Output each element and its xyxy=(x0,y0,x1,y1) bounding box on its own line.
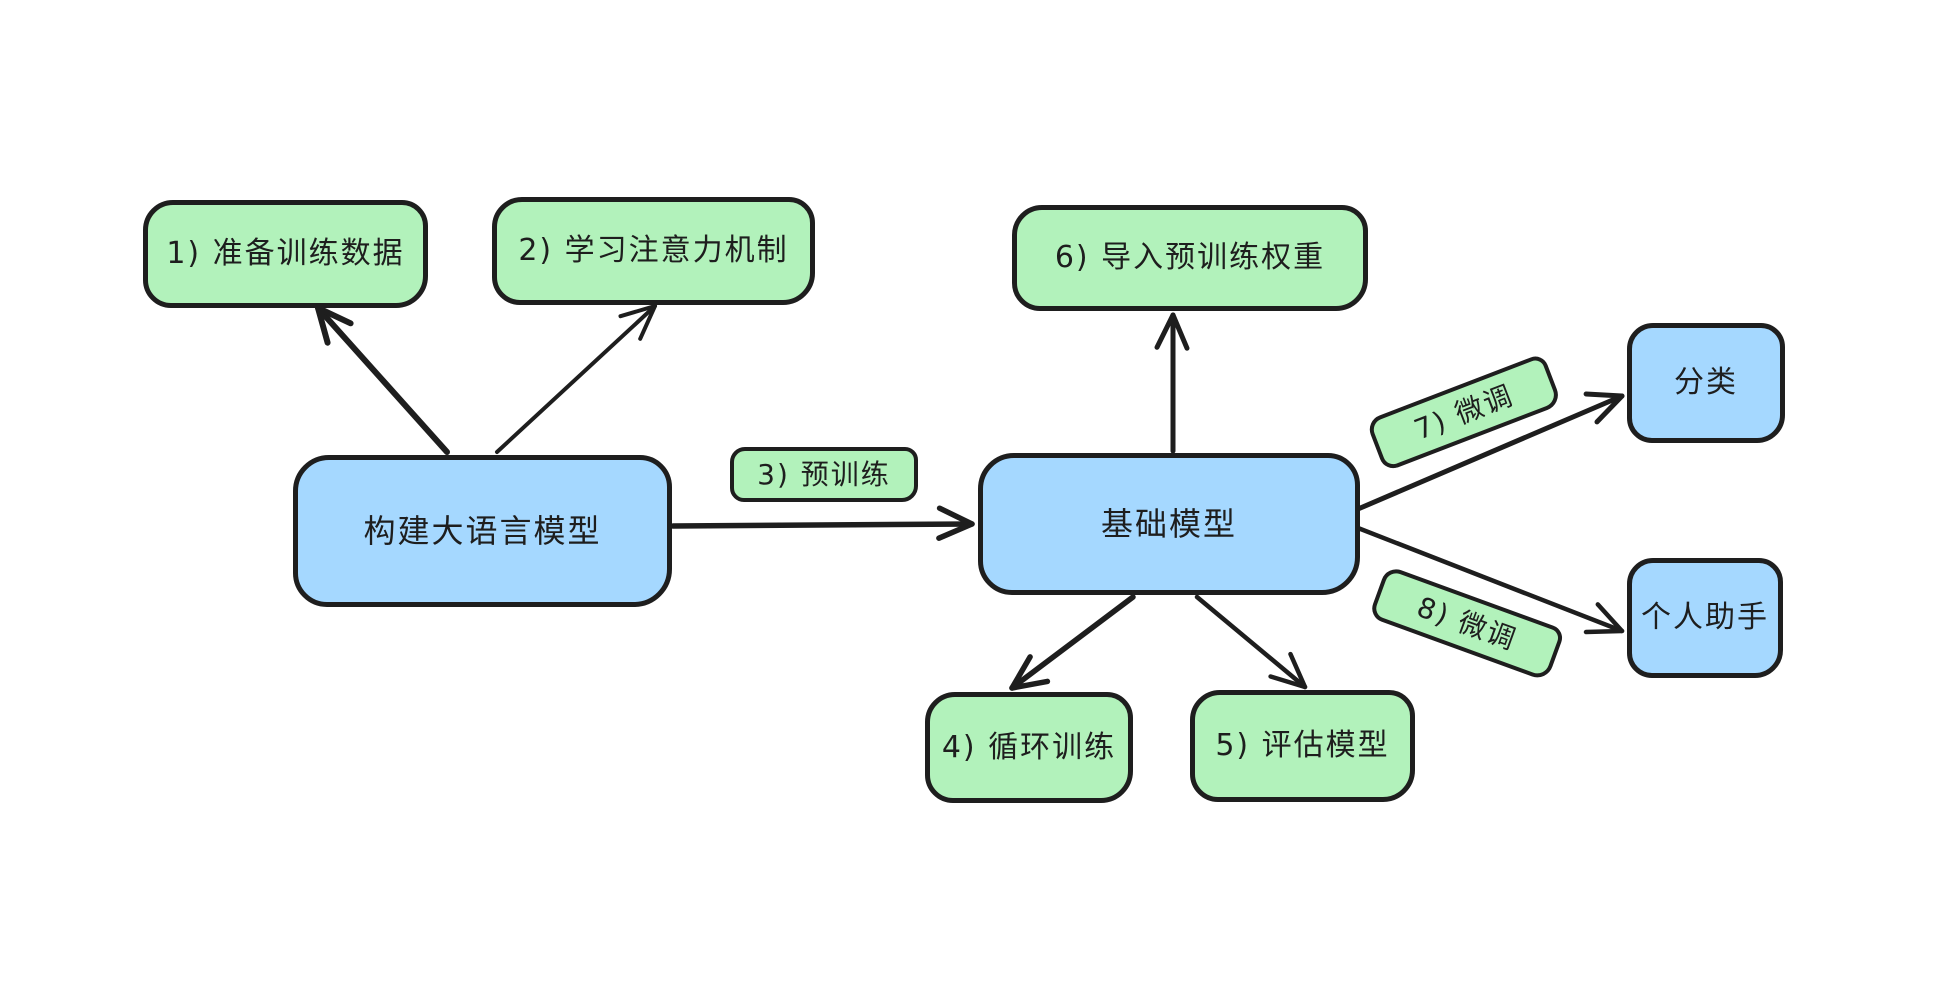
arrow-build-to-attention xyxy=(495,304,657,454)
node-personal-assistant: 个人助手 xyxy=(1627,558,1783,678)
node-load-pretrained-weights: 6) 导入预训练权重 xyxy=(1012,205,1368,311)
node-label: 1) 准备训练数据 xyxy=(166,236,405,271)
node-label: 构建大语言模型 xyxy=(363,511,602,550)
node-label: 基础模型 xyxy=(1100,504,1237,543)
arrow-base-to-assistant xyxy=(1355,525,1625,635)
node-build-llm: 构建大语言模型 xyxy=(293,455,672,607)
node-base-model: 基础模型 xyxy=(978,453,1360,595)
arrow-base-to-evaluate-model xyxy=(1194,594,1308,690)
node-label: 个人助手 xyxy=(1641,600,1769,635)
arrow-base-to-classification xyxy=(1355,391,1625,512)
node-prepare-training-data: 1) 准备训练数据 xyxy=(143,200,428,308)
arrow-base-to-loop-training xyxy=(1009,594,1136,691)
node-label: 4) 循环训练 xyxy=(941,729,1117,765)
edge-label-text: 3) 预训练 xyxy=(757,457,891,491)
edge-label-pretrain: 3) 预训练 xyxy=(730,447,918,502)
node-label: 分类 xyxy=(1674,365,1738,400)
node-label: 6) 导入预训练权重 xyxy=(1054,240,1326,275)
node-learn-attention: 2) 学习注意力机制 xyxy=(492,197,815,305)
node-evaluate-model: 5) 评估模型 xyxy=(1190,690,1415,802)
node-label: 5) 评估模型 xyxy=(1215,728,1390,763)
node-classification: 分类 xyxy=(1627,323,1785,443)
arrow-build-to-prepare-data xyxy=(315,305,450,455)
arrow-base-to-load-weights xyxy=(1154,312,1190,454)
arrow-build-to-base-model xyxy=(670,505,975,541)
node-label: 2) 学习注意力机制 xyxy=(518,233,789,268)
node-loop-training: 4) 循环训练 xyxy=(925,692,1133,803)
